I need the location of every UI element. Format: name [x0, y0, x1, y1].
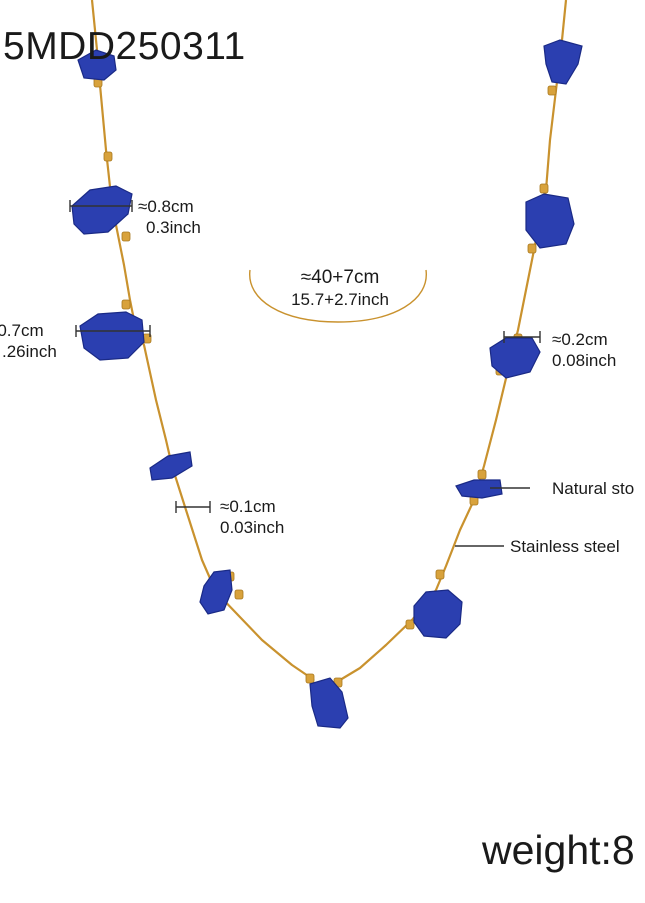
bead	[121, 231, 131, 242]
bead	[305, 673, 315, 684]
callout-stone: Natural sto	[552, 479, 635, 498]
chain-length-imperial: 15.7+2.7inch	[291, 290, 389, 309]
stone-a-label: ≈0.8cm 0.3inch	[138, 198, 201, 236]
stone-c-label: ≈0.2cm 0.08inch	[552, 331, 616, 369]
lapis-stones	[71, 39, 583, 729]
bead	[121, 299, 131, 310]
ruler-stone-c	[503, 331, 541, 343]
stone	[77, 49, 117, 81]
bead	[103, 151, 113, 162]
stone	[71, 185, 133, 235]
ruler-stone-b	[75, 325, 151, 337]
chain-length-arc	[249, 269, 427, 323]
stone	[149, 451, 193, 481]
stone-b-label: ≈0.7cm .26inch	[0, 322, 57, 360]
weight-label: weight:8	[482, 827, 635, 873]
stone	[199, 569, 233, 615]
bead	[539, 183, 549, 194]
bead	[477, 469, 487, 480]
bead	[527, 243, 537, 254]
spacer-imperial: 0.03inch	[220, 518, 285, 537]
spacer-label: ≈0.1cm 0.03inch	[220, 498, 284, 536]
measurement-rulers	[69, 200, 541, 547]
callout-chain: Stainless steel	[510, 537, 620, 556]
stone-b-imperial: .26inch	[2, 342, 57, 361]
stone-c-metric: ≈0.2cm	[552, 330, 608, 349]
stone-a-metric: ≈0.8cm	[138, 197, 194, 216]
chain-length-label: ≈40+7cm 15.7+2.7inch	[272, 268, 408, 308]
product-code: 5MDD250311	[3, 25, 246, 68]
stone	[79, 311, 145, 361]
stone	[309, 677, 349, 729]
stone	[543, 39, 583, 85]
stone-a-imperial: 0.3inch	[146, 218, 201, 237]
bead	[234, 589, 244, 600]
chain-left	[90, 0, 315, 681]
chain-right	[313, 0, 568, 692]
chain-length-metric: ≈40+7cm	[300, 267, 380, 288]
stone	[489, 337, 541, 379]
stone	[455, 479, 503, 499]
stone-c-imperial: 0.08inch	[552, 351, 617, 370]
bead	[547, 85, 557, 96]
spacer-beads	[93, 77, 557, 688]
stone	[413, 589, 463, 639]
bead	[405, 619, 415, 630]
ruler-stone-a	[69, 200, 133, 212]
stone	[525, 193, 575, 249]
bead	[435, 569, 445, 580]
ruler-spacer	[175, 501, 211, 513]
stone-b-metric: ≈0.7cm	[0, 321, 44, 340]
spacer-metric: ≈0.1cm	[220, 497, 276, 516]
